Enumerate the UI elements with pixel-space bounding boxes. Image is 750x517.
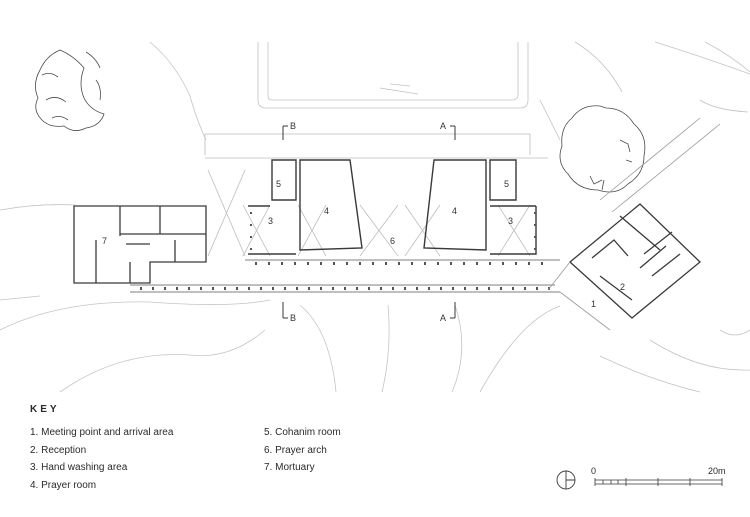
section-mark-b-top: B — [290, 121, 296, 131]
room-label-2: 2 — [620, 282, 625, 292]
key-item: 4. Prayer room — [30, 479, 97, 491]
key-list-left: 1. Meeting point and arrival area 2. Rec… — [30, 424, 173, 494]
key-item: 3. Hand washing area — [30, 462, 128, 474]
tree-left-icon — [35, 49, 105, 131]
scale-end-label: 20m — [708, 466, 726, 476]
reception-block — [569, 203, 701, 319]
section-mark-a-top: A — [440, 121, 446, 131]
colonnade — [130, 259, 560, 293]
room-label-5-right: 5 — [504, 179, 509, 189]
room-label-1: 1 — [591, 299, 596, 309]
room-label-7: 7 — [102, 236, 107, 246]
key-item: 1. Meeting point and arrival area — [30, 427, 174, 438]
room-label-3-right: 3 — [508, 216, 513, 226]
key-title: KEY — [30, 404, 60, 415]
key-list-right: 5. Cohanim room 6. Prayer arch 7. Mortua… — [264, 424, 341, 477]
room-label-4-right: 4 — [452, 206, 457, 216]
key-item: 2. Reception — [30, 444, 87, 456]
north-arrow-icon — [556, 470, 576, 490]
scale-start-label: 0 — [591, 466, 597, 476]
mortuary-block — [73, 205, 207, 284]
room-label-6: 6 — [390, 236, 395, 246]
key-item: 6. Prayer arch — [264, 444, 327, 456]
arrival-area — [547, 117, 721, 331]
building-walls — [248, 159, 537, 255]
section-lines — [282, 125, 456, 319]
room-label-3-left: 3 — [268, 216, 273, 226]
section-labels: B A B A — [290, 121, 446, 323]
room-labels: 5 4 3 6 4 5 3 7 2 1 — [102, 179, 625, 309]
room-label-4-left: 4 — [324, 206, 329, 216]
key-item: 7. Mortuary — [264, 462, 315, 474]
colonnade-posts — [140, 212, 550, 290]
section-mark-a-bottom: A — [440, 313, 446, 323]
tree-right-icon — [559, 105, 646, 193]
room-label-5-left: 5 — [276, 179, 281, 189]
scale-bar — [594, 478, 723, 486]
key-item: 5. Cohanim room — [264, 427, 341, 438]
section-mark-b-bottom: B — [290, 313, 296, 323]
building-outline — [204, 133, 548, 257]
site-context-lines — [0, 41, 750, 393]
